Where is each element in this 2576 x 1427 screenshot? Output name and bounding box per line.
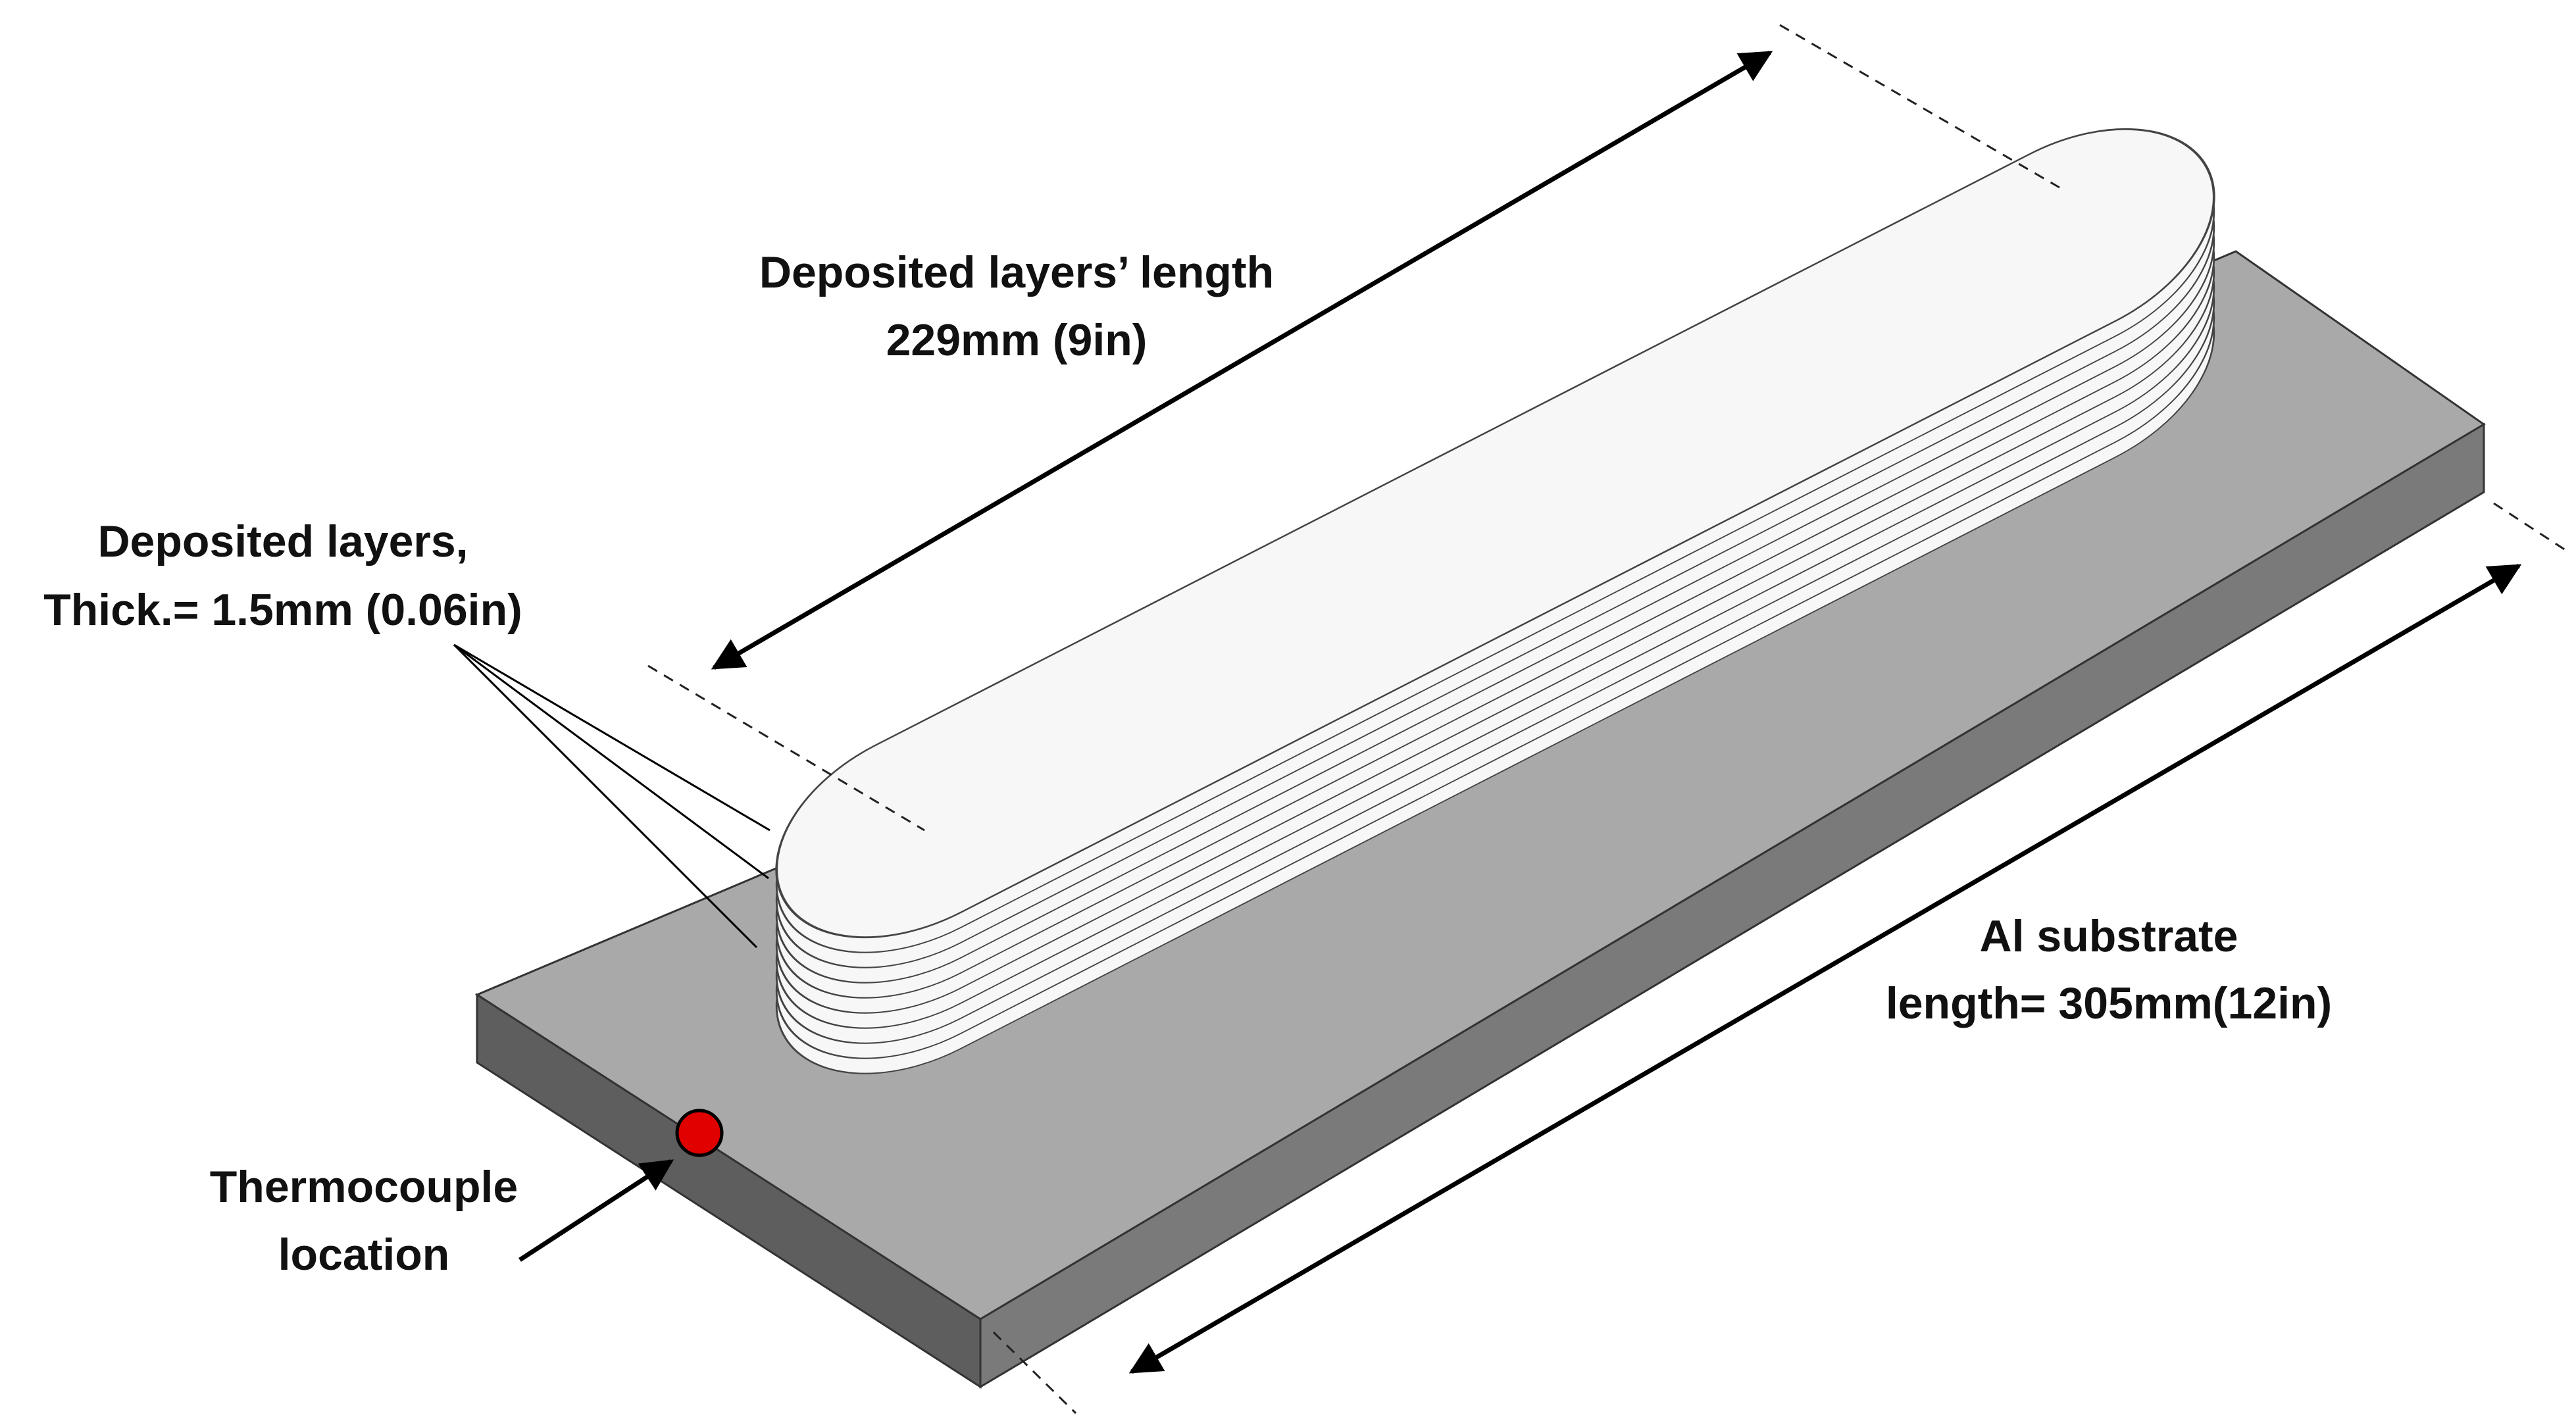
extension-lines bbox=[647, 24, 2570, 1414]
layer-leader-line-1 bbox=[453, 643, 770, 832]
thermocouple-marker bbox=[675, 1109, 724, 1157]
layer-leader-line-3 bbox=[453, 643, 758, 949]
thermocouple-label-line1: Thermocouple bbox=[210, 1162, 518, 1212]
layer-leader-lines bbox=[453, 643, 770, 949]
substrate-label-line2: length= 305mm(12in) bbox=[1886, 978, 2332, 1028]
substrate-extension-line-right bbox=[2493, 502, 2570, 554]
substrate-label-line1: Al substrate bbox=[1980, 911, 2238, 961]
deposited-length-arrow bbox=[711, 50, 1773, 670]
length-extension-line-left bbox=[647, 664, 925, 832]
substrate-top-face bbox=[474, 250, 2486, 1320]
thermocouple-label-line2: location bbox=[278, 1230, 450, 1280]
al-substrate bbox=[474, 250, 2486, 1389]
deposited-layers-label-line2: Thick.= 1.5mm (0.06in) bbox=[43, 585, 522, 635]
deposited-length-label-line1: Deposited layers’ length bbox=[759, 247, 1274, 297]
layer-leader-line-2 bbox=[453, 643, 769, 880]
thermocouple-arrow bbox=[518, 1159, 674, 1262]
deposited-layers-label-line1: Deposited layers, bbox=[97, 516, 468, 566]
deposited-length-label-line2: 229mm (9in) bbox=[886, 315, 1148, 365]
substrate-extension-line-left bbox=[992, 1331, 1077, 1414]
substrate-length-arrow bbox=[1128, 563, 2522, 1374]
